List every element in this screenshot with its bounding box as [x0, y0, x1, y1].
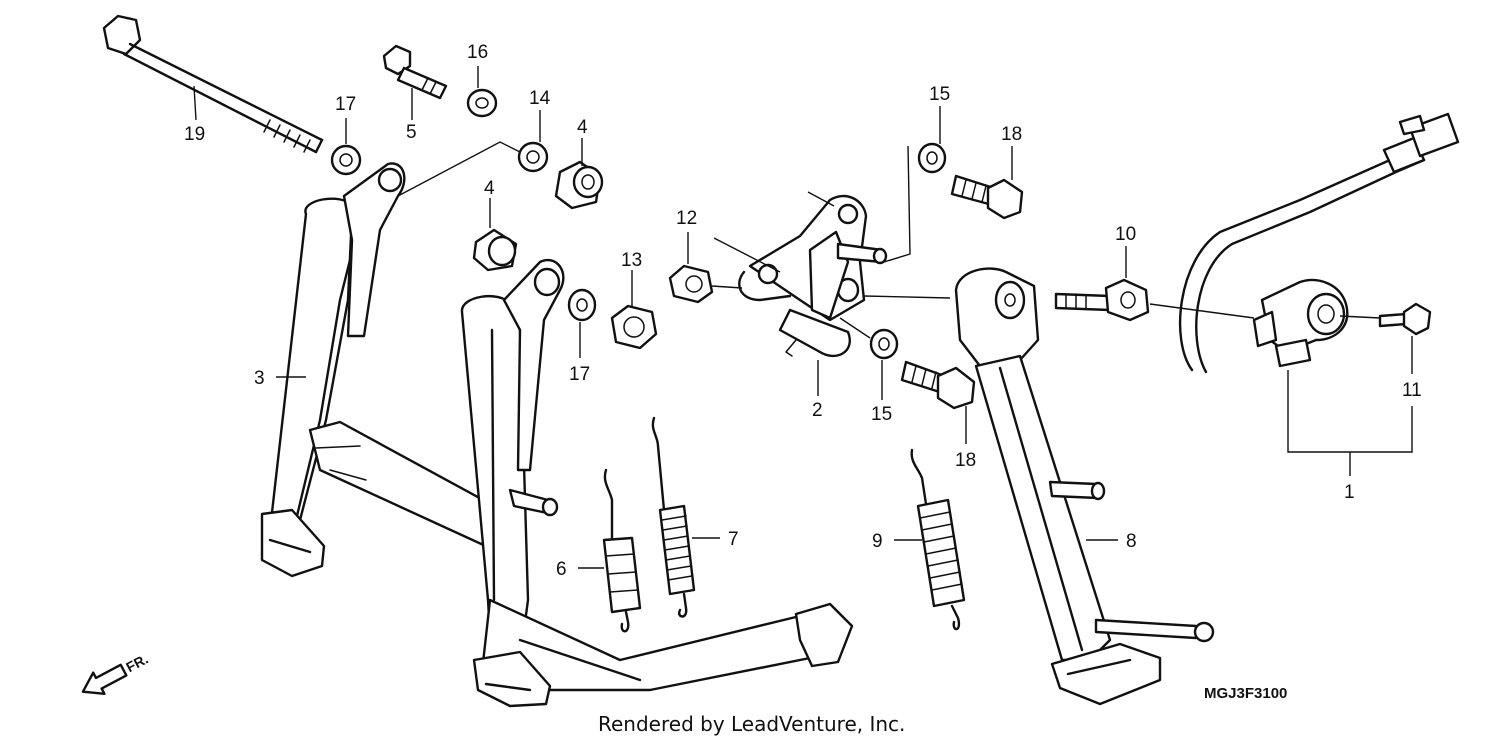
- part-7-spring: [651, 416, 696, 618]
- callout-3: 3: [254, 368, 265, 389]
- callout-2: 2: [812, 400, 823, 421]
- part-15-washer-lower: [869, 328, 899, 360]
- part-2-side-stand-bracket: [738, 194, 888, 358]
- part-9-spring: [910, 448, 966, 631]
- part-10-bolt: [1054, 278, 1150, 322]
- callout-1: 1: [1344, 482, 1355, 503]
- callout-14: 14: [529, 88, 551, 109]
- part-1-side-stand-switch: [1178, 112, 1460, 374]
- assembly-guide-lines: [397, 141, 1381, 339]
- callout-16: 16: [467, 42, 488, 63]
- callout-15b: 15: [871, 404, 892, 425]
- front-arrow-icon: [81, 663, 128, 696]
- part-18-bolt-lower: [900, 360, 976, 410]
- footer-credit: Rendered by LeadVenture, Inc.: [598, 712, 905, 736]
- front-direction-label: FR.: [123, 651, 150, 676]
- callout-4b: 4: [484, 178, 495, 199]
- part-18-bolt-upper: [950, 174, 1024, 220]
- part-8-side-stand: [954, 267, 1215, 706]
- part-4-collar-lower: [472, 228, 518, 272]
- callout-5: 5: [406, 122, 417, 143]
- callout-4a: 4: [577, 117, 588, 138]
- part-17-washer-upper: [330, 144, 362, 176]
- callout-10: 10: [1115, 224, 1136, 245]
- callout-12: 12: [676, 208, 697, 229]
- part-13-nut: [610, 304, 658, 350]
- part-6-spring: [602, 468, 642, 633]
- callout-17b: 17: [569, 364, 590, 385]
- callout-17a: 17: [335, 94, 356, 115]
- callout-leaders: [193, 66, 1413, 569]
- callout-18a: 18: [1001, 124, 1022, 145]
- callout-11: 11: [1402, 380, 1422, 401]
- part-16-washer: [466, 88, 498, 118]
- part-14-washer: [517, 141, 549, 173]
- callout-19: 19: [184, 124, 205, 145]
- diagram-code: MGJ3F3100: [1204, 685, 1287, 702]
- part-4-collar-upper: [554, 160, 604, 210]
- part-12-nut: [668, 264, 714, 304]
- part-11-screw: [1378, 302, 1432, 336]
- part-15-washer-upper: [917, 142, 947, 174]
- callout-9: 9: [872, 531, 883, 552]
- callout-numbers: 1 2 3 4 4 5 6 7 8 9 10 11 12 13 14 15 15…: [184, 42, 1422, 580]
- part-17-washer-lower: [567, 288, 597, 322]
- front-direction-indicator: FR.: [81, 651, 151, 696]
- callout-7: 7: [728, 529, 739, 550]
- callout-6: 6: [556, 559, 567, 580]
- callout-13: 13: [621, 250, 642, 271]
- part-3-main-stand: [260, 162, 854, 708]
- part-5-small-bolt: [382, 44, 448, 100]
- callout-8: 8: [1126, 531, 1137, 552]
- callout-18b: 18: [955, 450, 976, 471]
- part-19-long-bolt: [102, 14, 324, 154]
- callout-15a: 15: [929, 84, 950, 105]
